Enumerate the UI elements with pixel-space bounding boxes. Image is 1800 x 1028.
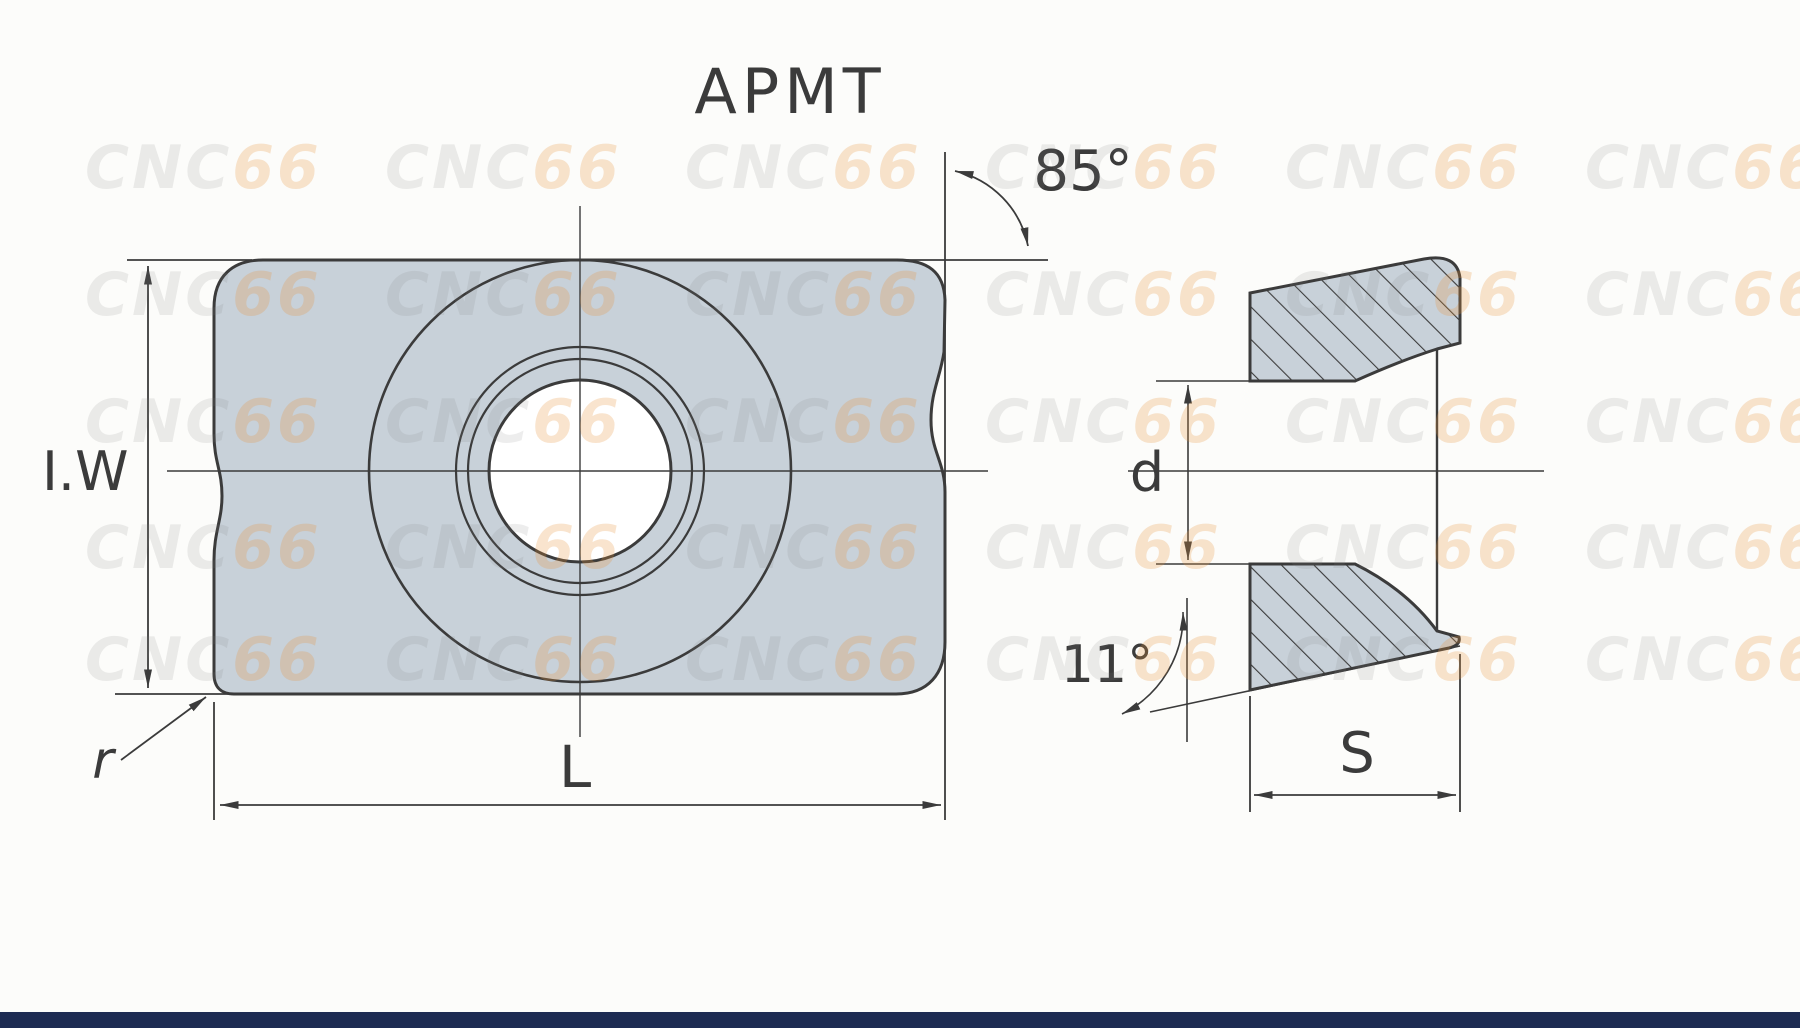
d-dimension xyxy=(1156,380,1352,565)
angle-85-label: 85° xyxy=(1033,139,1132,204)
watermark-text: CNC66 xyxy=(1585,513,1800,583)
watermark-text: CNC66 xyxy=(685,387,922,457)
angle-11-annotation xyxy=(1121,598,1461,742)
section-top-hatch xyxy=(1250,257,1460,381)
angle-85-arc xyxy=(954,170,1029,247)
watermark-text: CNC66 xyxy=(385,625,622,695)
thickness-label: S xyxy=(1339,721,1375,786)
watermark-text: CNC66 xyxy=(685,625,922,695)
watermark-text: CNC66 xyxy=(1285,387,1522,457)
watermark-text: CNC66 xyxy=(385,387,622,457)
watermark-text: CNC66 xyxy=(85,387,322,457)
s-dimension xyxy=(1249,654,1461,812)
watermark-text: CNC66 xyxy=(1285,260,1522,330)
watermark-text: CNC66 xyxy=(685,260,922,330)
watermark-text: CNC66 xyxy=(1585,387,1800,457)
watermark-text: CNC66 xyxy=(385,133,622,203)
watermark-text: CNC66 xyxy=(1285,513,1522,583)
hole-diameter-label: d xyxy=(1130,441,1164,504)
watermark-layer: CNC66CNC66CNC66CNC66CNC66CNC66CNC66CNC66… xyxy=(85,133,1800,695)
iw-dimension xyxy=(115,259,252,695)
angle-11-arc xyxy=(1121,611,1188,715)
watermark-text: CNC66 xyxy=(385,513,622,583)
section-bottom-hatch xyxy=(1250,564,1460,690)
watermark-text: CNC66 xyxy=(1585,625,1800,695)
watermark-text: CNC66 xyxy=(985,387,1222,457)
watermark-text: CNC66 xyxy=(1585,260,1800,330)
front-view xyxy=(167,206,988,737)
watermark-text: CNC66 xyxy=(985,133,1222,203)
watermark-text: CNC66 xyxy=(985,260,1222,330)
watermark-text: CNC66 xyxy=(985,513,1222,583)
watermark-text: CNC66 xyxy=(85,513,322,583)
watermark-text: CNC66 xyxy=(1285,133,1522,203)
watermark-text: CNC66 xyxy=(85,625,322,695)
angle-85-annotation xyxy=(897,170,1048,261)
watermark-text: CNC66 xyxy=(1585,133,1800,203)
watermark-text: CNC66 xyxy=(985,625,1222,695)
watermark-text: CNC66 xyxy=(685,133,922,203)
watermark-text: CNC66 xyxy=(85,133,322,203)
width-label: I.W xyxy=(42,440,128,503)
clearance-angle-label: 11° xyxy=(1061,635,1153,695)
clearance-slant-line xyxy=(1149,645,1461,713)
corner-radius-label: r xyxy=(92,731,117,791)
side-view xyxy=(1128,256,1544,692)
r-callout xyxy=(120,696,207,761)
r-leader-line xyxy=(120,696,207,761)
l-dimension xyxy=(213,152,946,820)
bottom-bar xyxy=(0,1012,1800,1028)
drawing-title: APMT xyxy=(694,55,885,128)
watermark-text: CNC66 xyxy=(85,260,322,330)
watermark-text: CNC66 xyxy=(385,260,622,330)
watermark-text: CNC66 xyxy=(685,513,922,583)
length-label: L xyxy=(559,733,591,801)
watermark-text: CNC66 xyxy=(1285,625,1522,695)
